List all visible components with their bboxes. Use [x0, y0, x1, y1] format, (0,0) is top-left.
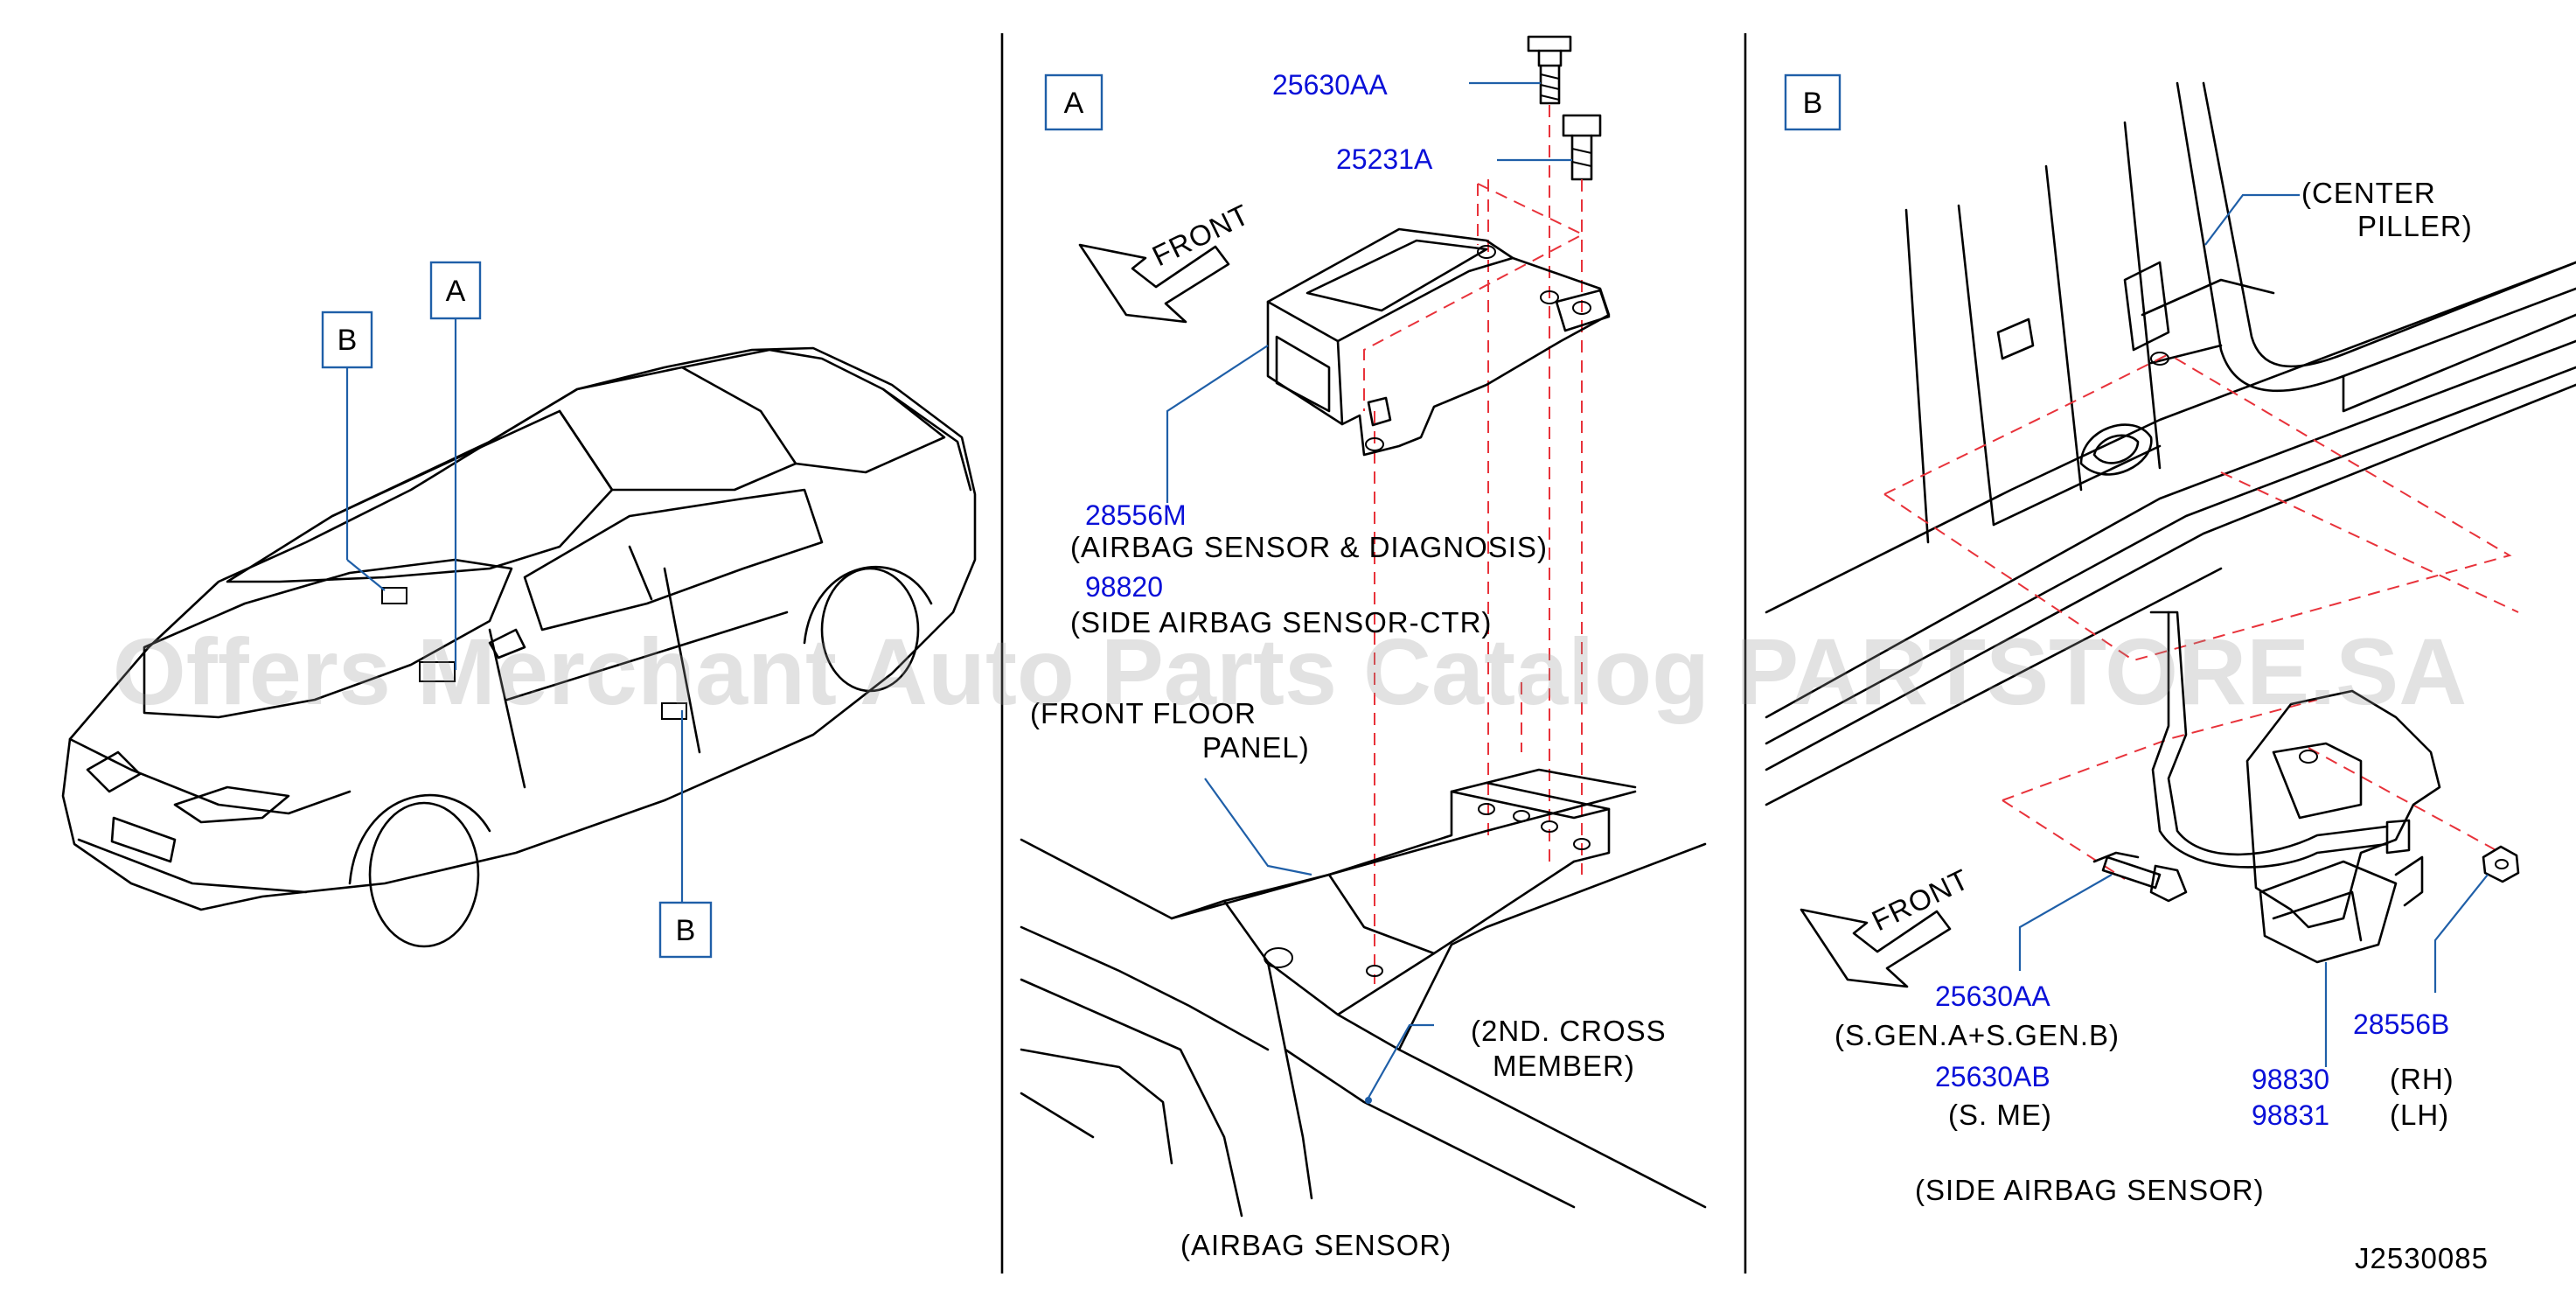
part-number-25630ab: 25630AB [1935, 1061, 2050, 1092]
svg-text:A: A [446, 275, 466, 308]
part-desc-center: (CENTER [2301, 177, 2436, 209]
side-airbag-sensor [2149, 611, 2441, 964]
front-label-b: FRONT [1867, 862, 1974, 937]
airbag-sensor-unit [1266, 227, 1611, 457]
panel-b-label: B [1784, 73, 1841, 131]
part-number-25630aa: 25630AA [1272, 69, 1388, 101]
assembly-guides-b [1883, 353, 2519, 880]
part-desc-piller: PILLER) [2357, 210, 2473, 242]
part-number-98820: 98820 [1085, 571, 1163, 603]
center-pillar [1765, 81, 2576, 806]
car-illustration [61, 346, 977, 948]
callout-a[interactable]: A [429, 261, 482, 670]
part-desc-airbag-sensor-diagnosis: (AIRBAG SENSOR & DIAGNOSIS) [1070, 531, 1548, 563]
svg-text:B: B [676, 914, 696, 947]
part-number-28556m: 28556M [1085, 499, 1187, 531]
callout-b-lower[interactable]: B [658, 710, 713, 959]
part-desc-2nd-cross: (2ND. CROSS [1471, 1015, 1667, 1047]
part-desc-s-me: (S. ME) [1948, 1099, 2052, 1131]
svg-text:A: A [1064, 87, 1084, 120]
sensor-marker-b-upper [381, 587, 407, 604]
part-number-25231a: 25231A [1336, 143, 1433, 175]
part-number-25630aa-b: 25630AA [1935, 980, 2050, 1012]
watermark: Offers Merchant Auto Parts Catalog PARTS… [113, 618, 2467, 724]
part-number-98830: 98830 [2252, 1064, 2329, 1095]
floor-panel [1020, 768, 1707, 1218]
bolt-icon [1562, 114, 1602, 181]
bolt-icon [2092, 851, 2188, 903]
part-desc-front-floor: (FRONT FLOOR [1030, 697, 1257, 729]
part-side-rh: (RH) [2390, 1063, 2454, 1095]
part-desc-side-airbag-sensor-ctr: (SIDE AIRBAG SENSOR-CTR) [1070, 606, 1492, 639]
callout-b-upper[interactable]: B [321, 311, 386, 591]
front-arrow-icon [1800, 908, 1952, 988]
panel-b: B [1765, 73, 2576, 1274]
part-desc-panel: PANEL) [1202, 731, 1310, 764]
sensor-marker-b-lower [661, 702, 687, 720]
front-arrow-icon [1078, 243, 1230, 324]
front-label-a: FRONT [1147, 198, 1255, 272]
panel-a: A FRONT [1020, 35, 1707, 1261]
svg-text:B: B [338, 324, 358, 357]
assembly-guides [1363, 105, 1585, 984]
part-number-98831: 98831 [2252, 1099, 2329, 1131]
part-desc-member: MEMBER) [1493, 1050, 1635, 1082]
part-desc-s-gen: (S.GEN.A+S.GEN.B) [1835, 1019, 2120, 1051]
svg-text:B: B [1803, 87, 1823, 120]
panel-a-label: A [1044, 73, 1104, 131]
part-side-lh: (LH) [2390, 1099, 2449, 1131]
nut-icon [2482, 845, 2520, 883]
panel-a-caption: (AIRBAG SENSOR) [1180, 1229, 1452, 1261]
panel-b-caption: (SIDE AIRBAG SENSOR) [1915, 1174, 2265, 1206]
sensor-marker-a [419, 661, 456, 682]
drawing-id: J2530085 [2355, 1242, 2489, 1274]
part-number-28556b: 28556B [2353, 1008, 2449, 1040]
bolt-icon [1527, 35, 1572, 105]
